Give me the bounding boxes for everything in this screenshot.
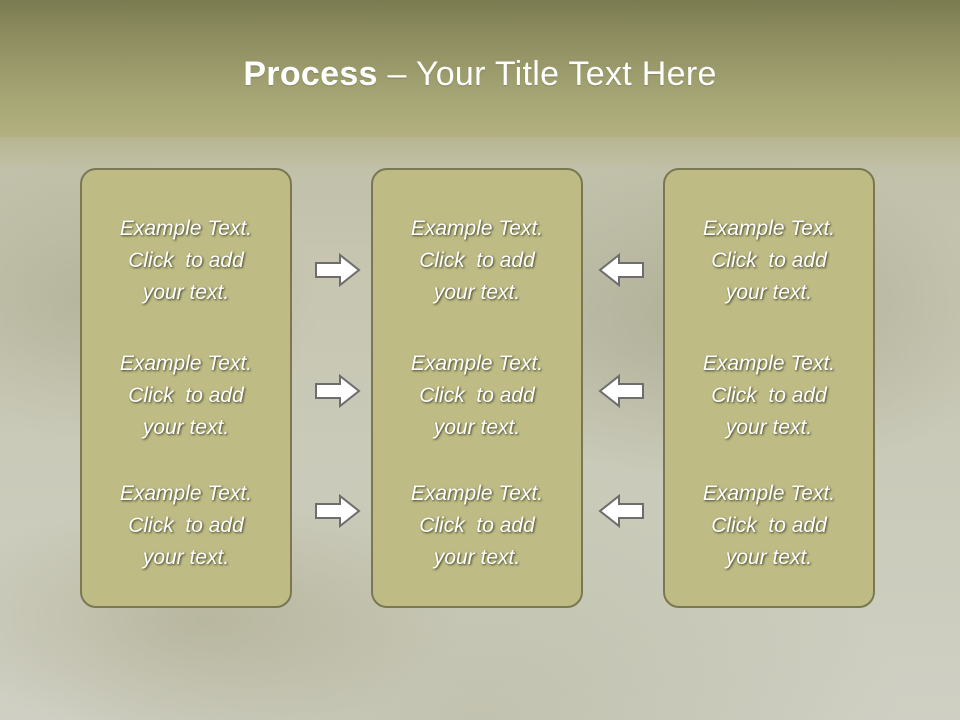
- title-bold: Process: [243, 55, 378, 93]
- text-placeholder[interactable]: Example Text. Click to add your text.: [373, 213, 581, 309]
- title-banner: [0, 0, 960, 137]
- text-line: Click to add: [128, 384, 244, 407]
- text-line: Example Text.: [410, 217, 544, 240]
- text-placeholder[interactable]: Example Text. Click to add your text.: [665, 213, 873, 309]
- text-line: Example Text.: [410, 482, 544, 505]
- text-placeholder[interactable]: Example Text. Click to add your text.: [82, 478, 290, 574]
- process-column-right: Example Text. Click to add your text. Ex…: [663, 168, 875, 608]
- text-line: your text.: [725, 416, 813, 439]
- process-column-left: Example Text. Click to add your text. Ex…: [80, 168, 292, 608]
- text-line: Example Text.: [119, 217, 253, 240]
- right-arrow-icon: [314, 493, 362, 529]
- text-line: Click to add: [711, 384, 827, 407]
- text-line: Click to add: [128, 514, 244, 537]
- text-line: Example Text.: [702, 352, 836, 375]
- text-line: Example Text.: [410, 352, 544, 375]
- left-arrow-icon: [597, 252, 645, 288]
- process-column-center: Example Text. Click to add your text. Ex…: [371, 168, 583, 608]
- left-arrow-icon: [597, 373, 645, 409]
- text-line: Example Text.: [702, 217, 836, 240]
- text-placeholder[interactable]: Example Text. Click to add your text.: [665, 348, 873, 444]
- text-line: Click to add: [419, 514, 535, 537]
- text-line: your text.: [142, 546, 230, 569]
- text-line: Click to add: [711, 514, 827, 537]
- text-placeholder[interactable]: Example Text. Click to add your text.: [373, 478, 581, 574]
- right-arrow-icon: [314, 252, 362, 288]
- text-line: your text.: [433, 416, 521, 439]
- text-line: Click to add: [128, 249, 244, 272]
- text-placeholder[interactable]: Example Text. Click to add your text.: [373, 348, 581, 444]
- text-line: Click to add: [419, 249, 535, 272]
- text-line: your text.: [142, 416, 230, 439]
- text-line: Click to add: [711, 249, 827, 272]
- text-placeholder[interactable]: Example Text. Click to add your text.: [82, 213, 290, 309]
- text-line: your text.: [725, 281, 813, 304]
- text-line: Click to add: [419, 384, 535, 407]
- text-line: your text.: [433, 546, 521, 569]
- text-placeholder[interactable]: Example Text. Click to add your text.: [665, 478, 873, 574]
- left-arrow-icon: [597, 493, 645, 529]
- text-line: Example Text.: [119, 482, 253, 505]
- right-arrow-icon: [314, 373, 362, 409]
- title-rest: – Your Title Text Here: [377, 55, 717, 93]
- text-line: your text.: [725, 546, 813, 569]
- text-line: Example Text.: [119, 352, 253, 375]
- text-line: Example Text.: [702, 482, 836, 505]
- text-line: your text.: [433, 281, 521, 304]
- slide-title[interactable]: Process – Your Title Text Here: [0, 52, 960, 96]
- text-line: your text.: [142, 281, 230, 304]
- text-placeholder[interactable]: Example Text. Click to add your text.: [82, 348, 290, 444]
- banner-strip: [0, 137, 960, 167]
